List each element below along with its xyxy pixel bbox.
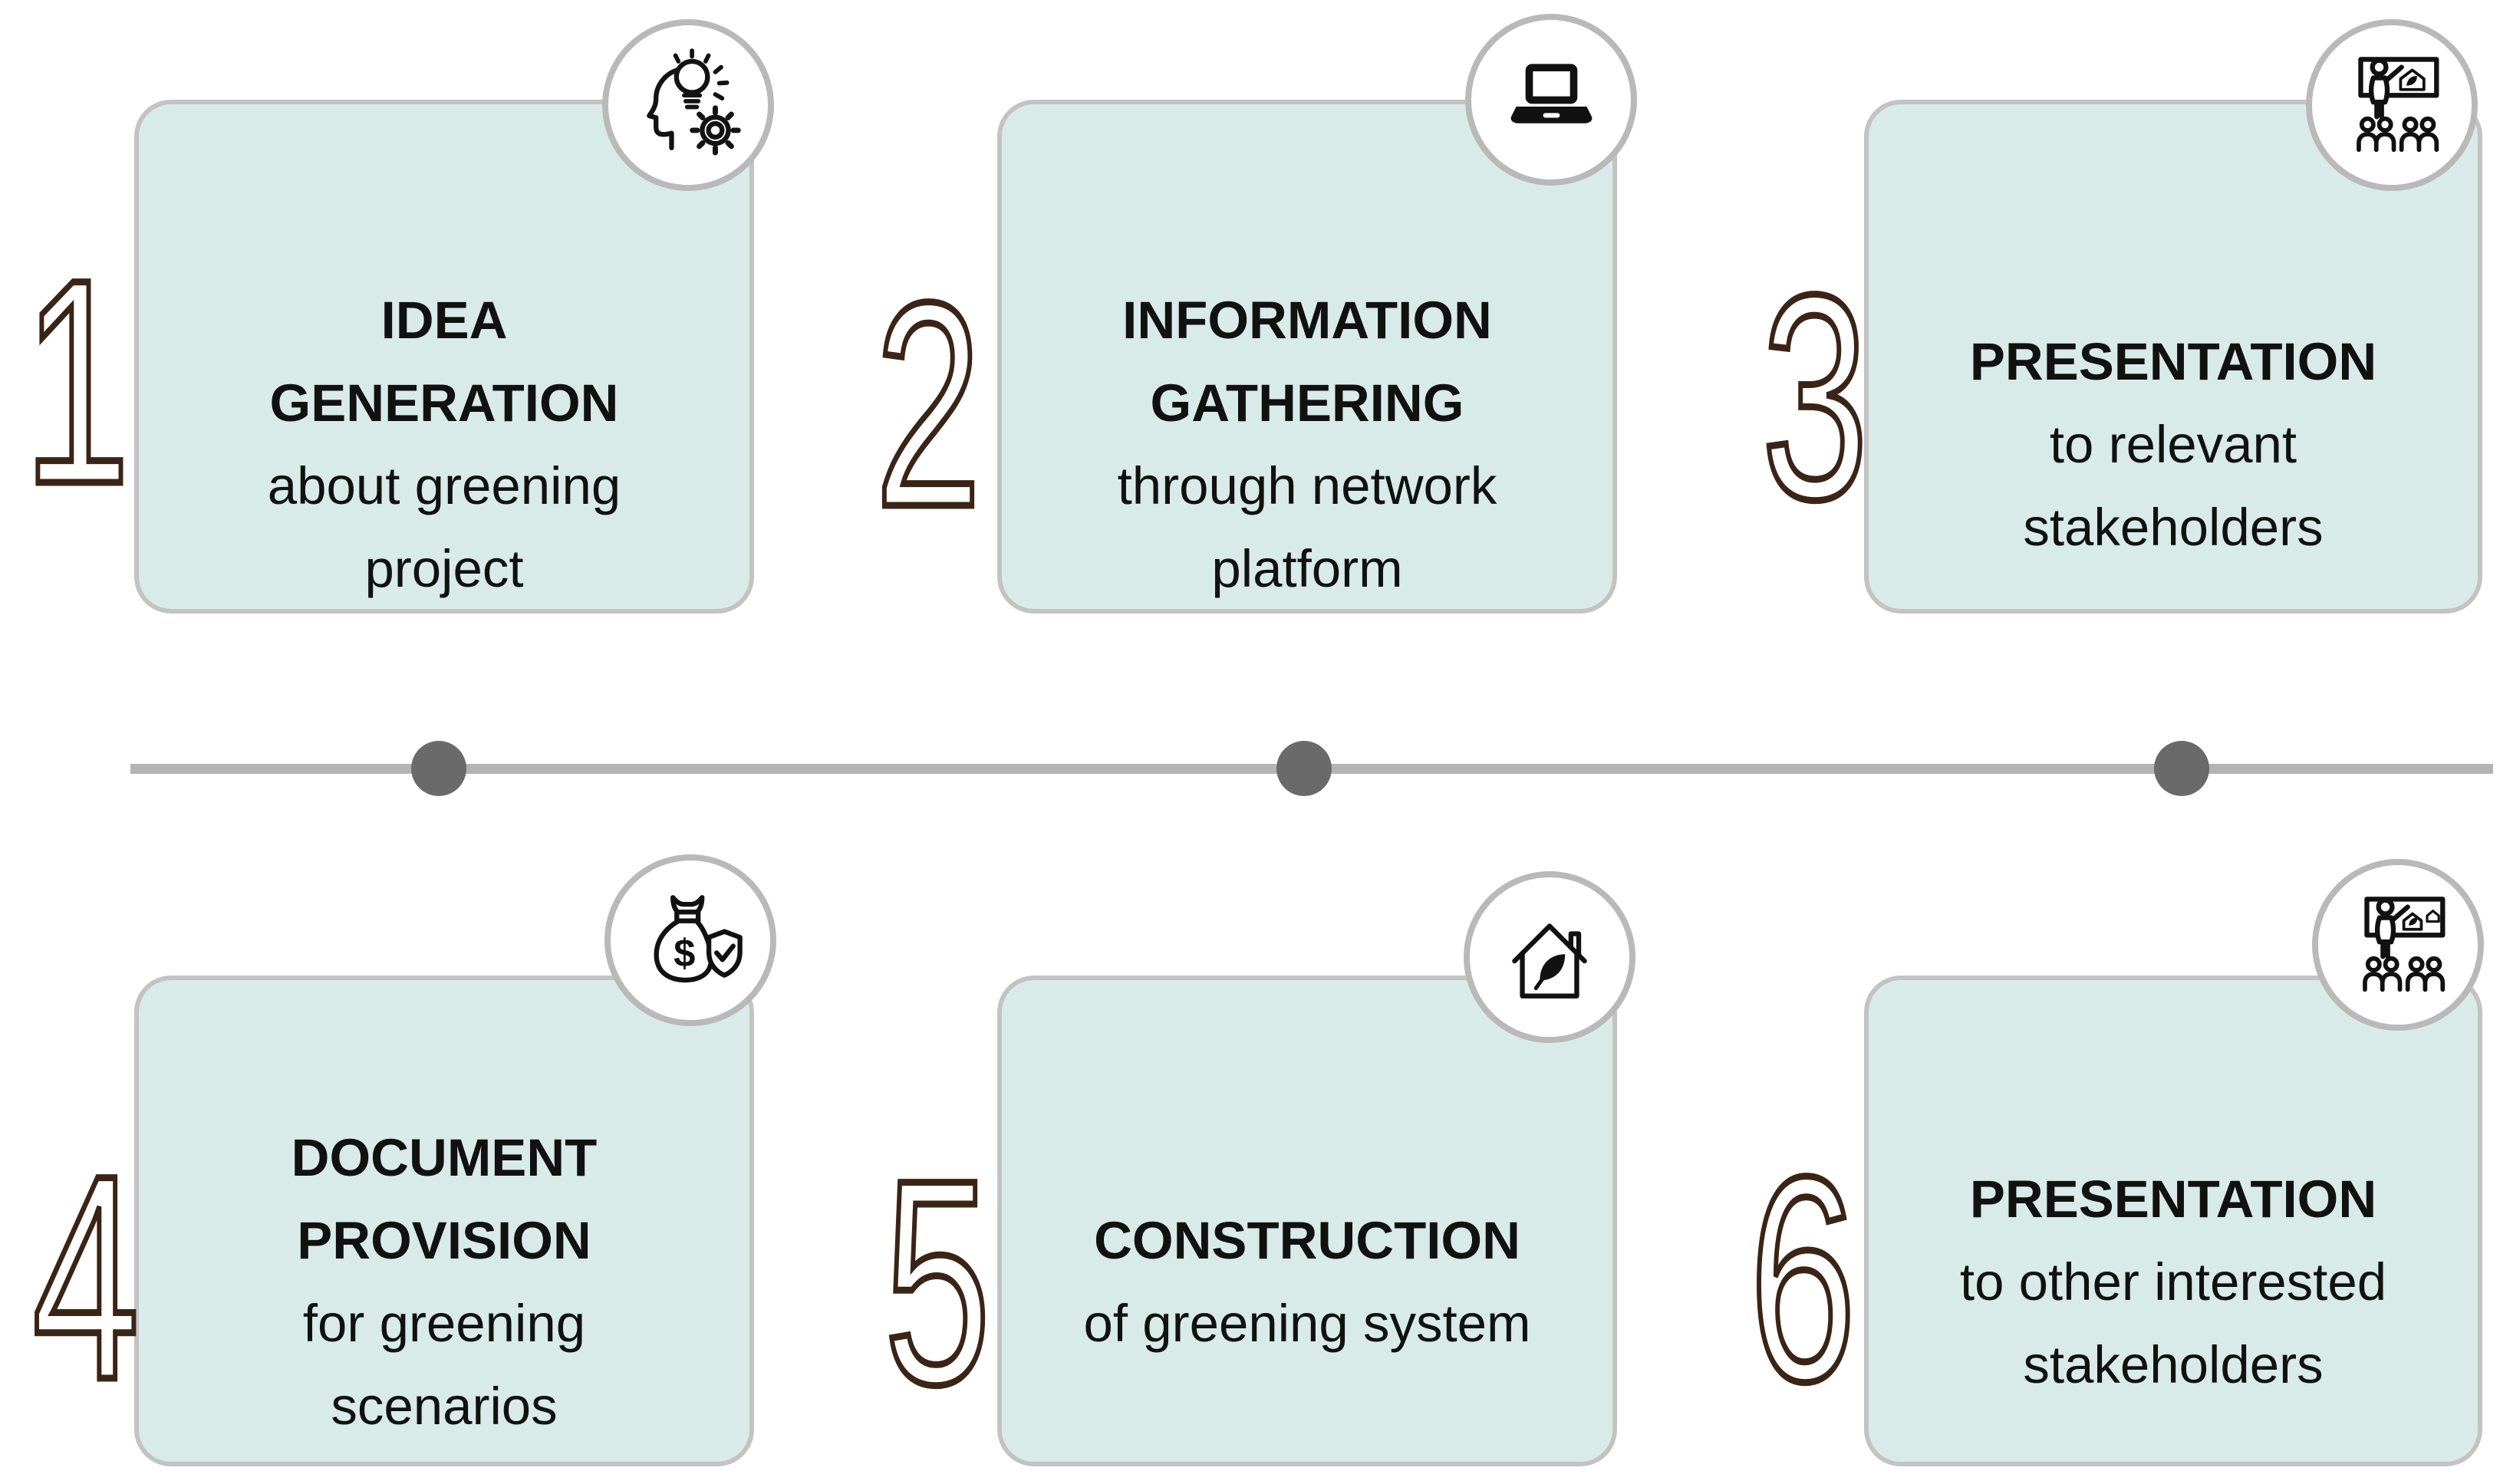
- step-card-2: INFORMATION GATHERING through network pl…: [997, 100, 1617, 614]
- timeline-dot: [2154, 741, 2209, 796]
- step-number-6: 6: [1747, 1116, 1858, 1442]
- step-title: PRESENTATION: [1969, 332, 2377, 391]
- step-icon-badge-5: [1464, 871, 1635, 1043]
- step-icon-badge-6: [2312, 859, 2484, 1031]
- step-subtitle: through network platform: [1117, 456, 1497, 598]
- step-card-5: CONSTRUCTION of greening system: [997, 976, 1617, 1466]
- step-icon-badge-2: [1465, 14, 1637, 186]
- step-title: IDEA GENERATION: [269, 291, 619, 433]
- step-number-4: 4: [30, 1114, 141, 1440]
- step-icon-badge-1: [602, 19, 774, 191]
- step-subtitle: to other interested stakeholders: [1959, 1252, 2387, 1394]
- timeline-dot: [411, 741, 466, 796]
- step-number-3: 3: [1759, 234, 1870, 560]
- timeline-dot: [1276, 741, 1332, 796]
- presenter-board-audience-icon: [2357, 57, 2439, 153]
- step-icon-badge-3: [2306, 19, 2478, 191]
- step-subtitle: for greening scenarios: [302, 1294, 586, 1436]
- step-card-1: IDEA GENERATION about greening project: [134, 100, 754, 614]
- step-icon-badge-4: $: [604, 854, 776, 1026]
- step-subtitle: of greening system: [1083, 1294, 1531, 1353]
- step-title: DOCUMENT PROVISION: [291, 1128, 598, 1270]
- step-title: CONSTRUCTION: [1094, 1211, 1520, 1270]
- eco-house-leaf-icon: [1512, 923, 1587, 999]
- svg-text:$: $: [674, 931, 695, 975]
- step-subtitle: about greening project: [267, 456, 621, 598]
- step-title: INFORMATION GATHERING: [1122, 291, 1492, 433]
- money-bag-shield-check-icon: $: [654, 895, 743, 983]
- step-number-1: 1: [21, 219, 132, 545]
- step-card-4: DOCUMENT PROVISION for greening scenario…: [134, 976, 754, 1466]
- idea-head-bulb-gear-icon: [647, 48, 741, 156]
- step-card-6: PRESENTATION to other interested stakeho…: [1864, 976, 2482, 1466]
- step-number-5: 5: [881, 1119, 993, 1445]
- laptop-icon: [1510, 63, 1592, 123]
- step-title: PRESENTATION: [1969, 1170, 2377, 1229]
- step-subtitle: to relevant stakeholders: [2023, 415, 2324, 557]
- step-number-2: 2: [872, 242, 983, 568]
- presenter-board-audience-icon-2: [2363, 897, 2446, 992]
